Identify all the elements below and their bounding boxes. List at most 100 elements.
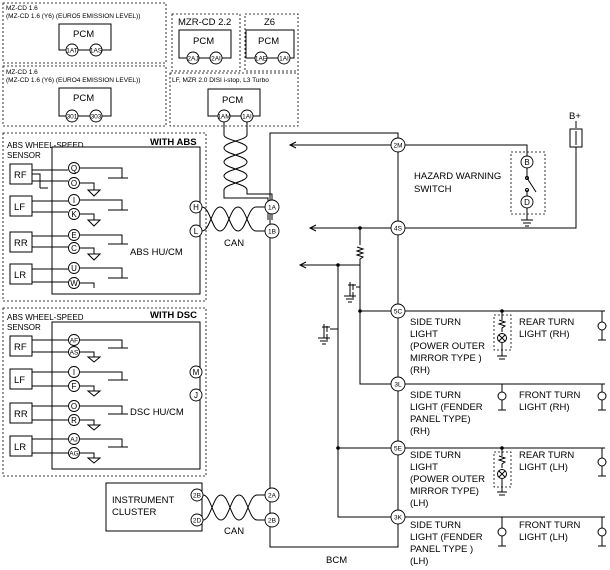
side-light-label: PANEL TYPE)	[410, 414, 471, 425]
pair-light-label: REAR TURN	[519, 317, 574, 328]
bulb-icon	[497, 391, 507, 401]
hazard-switch-pin-label: D	[524, 198, 530, 207]
turn-light-rear-rh: SIDE TURN LIGHT (POWER OUTER MIRROR TYPE…	[405, 309, 607, 376]
side-light-label: MIRROR TYPE )	[410, 353, 482, 364]
abs-pin-label: K	[71, 210, 77, 219]
abs-can-pin-label: H	[193, 203, 199, 212]
dsc-pin-label: F	[72, 382, 77, 391]
wheel-label: RR	[14, 238, 28, 249]
bcm-pin-label: 2M	[393, 143, 402, 150]
abs-pin-label: Q	[71, 164, 77, 173]
bulb-icon	[597, 527, 607, 537]
pair-light-label: FRONT TURN	[519, 390, 581, 401]
side-light-label: (POWER OUTER	[410, 474, 485, 485]
bcm-label: BCM	[326, 555, 347, 566]
abs-pin-label: I	[73, 196, 75, 205]
side-light-label: SIDE TURN	[410, 317, 461, 328]
abs-heading: WITH ABS	[150, 137, 197, 148]
pcm-pin-label: 1AS	[90, 48, 103, 55]
side-light-label: (RH)	[410, 365, 430, 376]
pcm-variant-z6: Z6 PCM 1AE 1AI	[244, 13, 299, 72]
dsc-pin	[68, 400, 80, 412]
wheel-sensor-box	[9, 402, 33, 424]
battery-label: B+	[569, 111, 581, 122]
pcm-pin-label: 1AM	[217, 114, 230, 121]
abs-pin	[68, 177, 80, 189]
dsc-pin-label: AF	[70, 338, 78, 345]
pcm-pin-label: 1AI	[242, 114, 252, 121]
dsc-pin	[68, 334, 80, 346]
wheel-label: LR	[14, 442, 26, 453]
hazard-switch-frame	[510, 151, 546, 215]
turn-light-front-rh: SIDE TURN LIGHT (FENDER PANEL TYPE) (RH)…	[405, 383, 607, 437]
pcm-variant-frame	[2, 2, 167, 64]
side-light-label: LIGHT (FENDER	[410, 402, 483, 413]
bcm-pin-label: 5C	[394, 309, 403, 316]
abs-pin	[68, 277, 80, 289]
side-light-label: LIGHT (FENDER	[410, 532, 483, 543]
pcm-variant-euro5: MZ-CD 1.6 (MZ-CD 1.6 (Y6) (EURO5 EMISSIO…	[2, 2, 167, 64]
abs-sensor-lr: LR	[9, 263, 68, 285]
pcm-pin-label: 1AT	[66, 48, 77, 55]
wheel-label: RR	[14, 409, 28, 420]
bulb-icon	[497, 527, 507, 537]
pcm-label: PCM	[258, 36, 279, 47]
bcm-module: BCM 2M 1A 1B 4S 5C 3L 5E 3K 2A 2B	[264, 132, 406, 566]
wheel-label: LF	[14, 375, 25, 386]
side-light-label: SIDE TURN	[410, 450, 461, 461]
dsc-can-pin-j	[189, 388, 203, 402]
bulb-icon	[597, 321, 607, 331]
dsc-can-pin-label: J	[194, 391, 198, 400]
dsc-pin-label: AG	[69, 451, 78, 458]
bulb-icon	[597, 457, 607, 467]
wheel-sensor-box	[9, 231, 33, 253]
can-label: CAN	[224, 526, 244, 537]
pcm-variant-title: MZ-CD 1.6	[6, 69, 38, 76]
pcm-pin-label: 301	[67, 114, 78, 121]
abs-sensor-subtitle: SENSOR	[7, 151, 41, 160]
bcm-pin-1b	[264, 223, 280, 239]
cluster-pin-label: 2D	[193, 518, 202, 525]
bcm-pin-label: 4S	[394, 226, 403, 233]
abs-pin-label: E	[71, 231, 76, 240]
pcm-pin	[277, 51, 291, 65]
pcm-box	[178, 29, 232, 59]
abs-can-pin-label: L	[194, 227, 199, 236]
pcm-variant-lf: LF, MZR 2.0 DISI i-stop, L3 Turbo PCM 1A…	[169, 72, 299, 127]
dsc-frame	[2, 307, 207, 477]
dsc-can-pin-label: M	[193, 368, 200, 377]
bulb-icon	[497, 469, 507, 479]
pair-light-label: LIGHT (LH)	[519, 462, 568, 473]
abs-pin	[68, 194, 80, 206]
dsc-pin-label: I	[73, 368, 75, 377]
wheel-label: RF	[14, 170, 27, 181]
bulb-icon	[497, 333, 507, 343]
pcm-pin	[209, 51, 223, 65]
bcm-pin-label: 1B	[268, 229, 276, 236]
side-light-label: (LH)	[410, 556, 428, 567]
dsc-pin-label: AS	[70, 350, 79, 357]
dsc-pin-label: O	[71, 402, 77, 411]
hazard-warning-switch: HAZARD WARNING SWITCH B D B+	[405, 111, 583, 229]
abs-frame	[2, 132, 207, 302]
abs-pins: Q O I K E C U W	[68, 162, 128, 289]
pcm-variant-title: MZR-CD 2.2	[178, 17, 231, 28]
pcm-label: PCM	[73, 93, 94, 104]
pair-light-label: LIGHT (RH)	[519, 402, 570, 413]
dsc-pin	[68, 414, 80, 426]
dsc-sensor-title: ABS WHEEL-SPEED	[7, 313, 84, 322]
abs-sensor-title: ABS WHEEL-SPEED	[7, 141, 84, 150]
bcm-pin-2b	[264, 512, 280, 528]
abs-sensor-rf: RF	[9, 163, 68, 189]
pcm-pin	[254, 51, 268, 65]
side-light-label: SIDE TURN	[410, 520, 461, 531]
abs-unit-label: ABS HU/CM	[130, 247, 183, 258]
abs-pin	[68, 242, 80, 254]
wheel-label: LR	[14, 270, 26, 281]
side-light-label: (POWER OUTER	[410, 341, 485, 352]
wheel-label: RF	[14, 342, 27, 353]
side-light-label: (RH)	[410, 426, 430, 437]
pcm-variant-mzr-cd22: MZR-CD 2.2 PCM 2AJ 2AI	[171, 13, 241, 72]
dsc-sensor-lr: LR	[9, 435, 68, 457]
pcm-pin-label: 1AE	[255, 56, 268, 63]
